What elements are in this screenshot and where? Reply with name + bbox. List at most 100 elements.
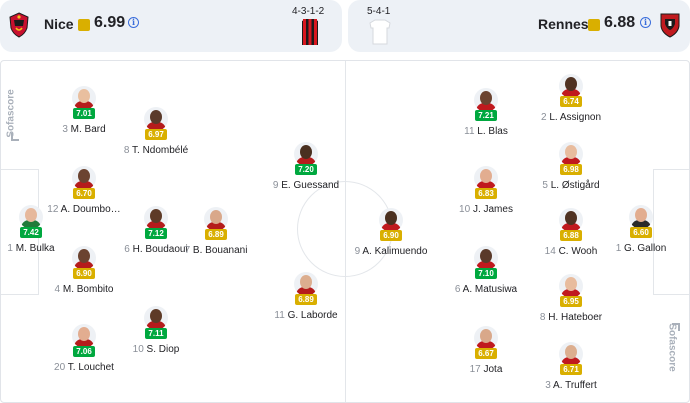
player-name: B. Bouanani (192, 245, 248, 256)
player-rating-badge: 6.89 (295, 294, 317, 305)
player-number: 20 (54, 362, 66, 373)
player-name: E. Guessand (281, 180, 340, 191)
sofascore-watermark-left: Sofascore (5, 89, 17, 138)
player-photo (474, 246, 498, 270)
away-team-rating: 6.88 (604, 14, 636, 31)
player-name: Jota (483, 364, 503, 375)
player-rating-badge: 6.83 (475, 188, 497, 199)
home-info-icon[interactable]: i (128, 17, 139, 28)
player-name: M. Bombito (62, 284, 114, 295)
player-label: 8 H. Hateboer (511, 312, 631, 323)
player-rating-badge: 6.90 (380, 230, 402, 241)
player-number: 6 (454, 284, 461, 295)
ogc-nice-crest-icon (8, 12, 30, 43)
player-number: 4 (54, 284, 61, 295)
player-label: 10 S. Diop (96, 344, 216, 355)
player-number: 10 (459, 204, 471, 215)
sofascore-logo-icon (672, 323, 680, 331)
player-photo (474, 326, 498, 350)
player-label: 7 B. Bouanani (156, 245, 276, 256)
player-number: 12 (47, 204, 59, 215)
player-photo (144, 107, 168, 131)
player-rating-badge: 6.95 (560, 296, 582, 307)
player-name: C. Wooh (558, 246, 598, 257)
away-player[interactable]: 6.83 10 J. James (446, 166, 526, 226)
player-name: L. Assignon (549, 112, 602, 123)
player-label: 11 G. Laborde (246, 310, 366, 321)
player-label: 17 Jota (426, 364, 546, 375)
player-photo (144, 306, 168, 330)
player-name: A. Matusiwa (462, 284, 518, 295)
player-name: H. Boudaoui (132, 244, 188, 255)
player-name: M. Bard (70, 124, 106, 135)
player-number: 1 (615, 243, 622, 254)
player-name: A. Kalimuendo (362, 246, 428, 257)
player-label: 6 H. Boudaoui (96, 244, 216, 255)
player-rating-badge: 7.21 (475, 110, 497, 121)
stade-rennais-crest-icon (659, 12, 681, 43)
player-name: G. Gallon (624, 243, 667, 254)
right-penalty-area (653, 169, 689, 295)
player-number: 14 (544, 246, 556, 257)
player-photo (72, 324, 96, 348)
player-number: 1 (7, 243, 13, 254)
player-number: 2 (540, 112, 547, 123)
player-photo (72, 166, 96, 190)
player-rating-badge: 6.70 (73, 188, 95, 199)
player-photo (559, 208, 583, 232)
player-rating-badge: 7.06 (73, 346, 95, 357)
home-player[interactable]: 7.06 20 T. Louchet (44, 324, 124, 384)
home-team-header[interactable]: Nice 6.99 i 4-3-1-2 (0, 0, 342, 52)
player-number: 6 (124, 244, 130, 255)
player-photo (72, 86, 96, 110)
player-name: T. Louchet (67, 362, 114, 373)
player-name: H. Hateboer (548, 312, 603, 323)
home-team-name[interactable]: Nice (44, 16, 74, 32)
player-label: 4 M. Bombito (24, 284, 144, 295)
home-kit-jersey-icon (298, 19, 322, 50)
player-rating-badge: 7.12 (145, 228, 167, 239)
player-label: 1 M. Bulka (1, 243, 91, 254)
player-photo (474, 88, 498, 112)
player-rating-badge: 6.89 (205, 229, 227, 240)
player-label: 10 J. James (426, 204, 546, 215)
sofascore-logo-icon (11, 133, 19, 141)
away-info-icon[interactable]: i (640, 17, 651, 28)
player-label: 1 G. Gallon (581, 243, 689, 254)
player-photo (559, 142, 583, 166)
home-rating-box-icon (78, 19, 90, 31)
player-photo (629, 205, 653, 229)
player-name: S. Diop (146, 344, 180, 355)
player-rating-badge: 7.42 (20, 227, 42, 238)
player-label: 14 C. Wooh (511, 246, 631, 257)
player-name: J. James (472, 204, 513, 215)
away-team-name[interactable]: Rennes (538, 16, 589, 32)
player-number: 10 (132, 344, 144, 355)
player-number: 11 (274, 310, 285, 321)
player-rating-badge: 7.11 (145, 328, 167, 339)
away-team-header[interactable]: 5-4-1 Rennes 6.88 i (348, 0, 690, 52)
home-team-rating: 6.99 (94, 14, 126, 31)
away-rating-box-icon (588, 19, 600, 31)
home-player[interactable]: 7.12 6 H. Boudaoui (116, 206, 196, 266)
